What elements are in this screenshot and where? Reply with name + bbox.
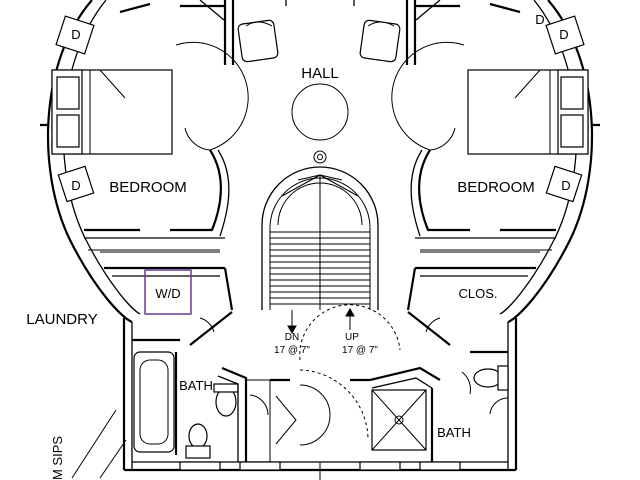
bedroom-right-label: BEDROOM [457, 179, 535, 196]
bedroom-left: D D BEDROOM [40, 2, 249, 253]
hall: HALL [291, 65, 349, 164]
washer-dryer-box [144, 269, 192, 315]
bedroom-right: D D D BEDROOM [391, 2, 600, 253]
drawer-label: D [561, 178, 570, 193]
bath-right: BATH [369, 350, 509, 462]
closet-right: CLOS. [406, 266, 536, 346]
top-closets [180, 0, 460, 65]
drawer-label: D [71, 27, 80, 42]
closet-label: CLOS. [458, 286, 497, 301]
stair-notes: DN 17 @ 7" UP 17 @ 7" [274, 304, 401, 361]
exterior-wall [46, 0, 594, 324]
washer-dryer-label: W/D [155, 286, 180, 301]
entry [270, 369, 370, 480]
bath-right-label: BATH [437, 425, 471, 440]
stair-up-label: UP [345, 332, 359, 343]
laundry-label: LAUNDRY [26, 311, 97, 328]
laundry: W/D LAUNDRY [26, 266, 234, 346]
bedroom-left-label: BEDROOM [109, 179, 187, 196]
central-stair [261, 166, 379, 310]
hall-label: HALL [301, 65, 339, 82]
stair-up-risers: 17 @ 7" [342, 345, 378, 356]
lower-walls [122, 318, 518, 472]
drawer-label: D [559, 27, 568, 42]
bath-left: BATH [132, 338, 271, 462]
drawer-label: D [535, 12, 544, 27]
stair-down-label: DN [285, 332, 299, 343]
bath-left-label: BATH [179, 378, 213, 393]
sips-label: M SIPS [50, 436, 65, 480]
stair-down-risers: 17 @ 7" [274, 345, 310, 356]
sips-note: M SIPS [50, 409, 127, 480]
drawer-label: D [71, 178, 80, 193]
